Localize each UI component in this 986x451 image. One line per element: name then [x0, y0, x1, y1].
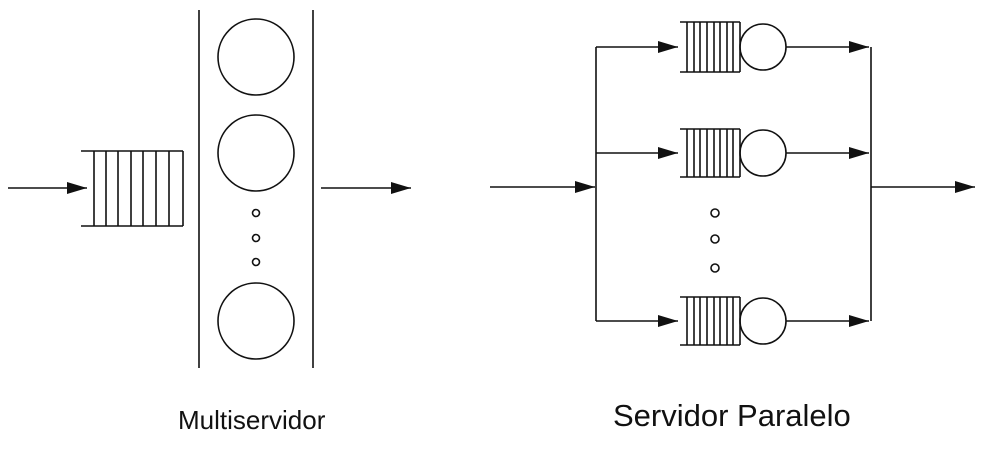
- queue-buffer: [680, 21, 741, 73]
- multiserver-diagram: [8, 10, 411, 368]
- queue-buffer: [81, 150, 184, 227]
- server: [217, 282, 295, 360]
- ellipsis-dot: [251, 208, 261, 218]
- ellipsis-dot: [710, 234, 720, 244]
- queue-buffer: [680, 128, 741, 178]
- server: [739, 297, 787, 345]
- server: [217, 18, 295, 96]
- ellipsis-dot: [710, 208, 720, 218]
- ellipsis-dot: [251, 233, 261, 243]
- ellipsis-dot: [251, 257, 261, 267]
- server: [217, 114, 295, 192]
- parallel-server-caption: Servidor Paralelo: [613, 398, 851, 433]
- server: [739, 129, 787, 177]
- queue-buffer: [680, 296, 741, 346]
- parallel-diagram: [490, 21, 975, 346]
- server: [739, 23, 787, 71]
- ellipsis-dot: [710, 263, 720, 273]
- multiserver-caption: Multiservidor: [178, 405, 326, 435]
